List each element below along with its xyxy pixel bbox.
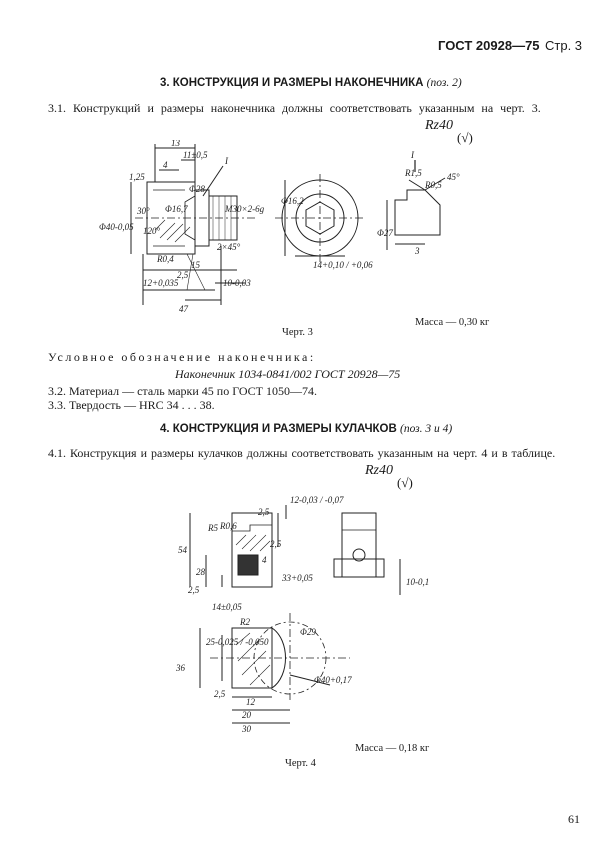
dim-10: 10-0,1 xyxy=(406,577,429,587)
dim-d40: Φ40-0,05 xyxy=(99,222,134,232)
dim-33: 33+0,05 xyxy=(281,573,313,583)
dim-14: 14±0,05 xyxy=(212,602,242,612)
section-3-title-ref: (поз. 2) xyxy=(426,77,462,89)
dim-m30: M30×2-6g xyxy=(224,204,265,214)
dim-36: 36 xyxy=(175,663,186,673)
section-4-title-text: 4. КОНСТРУКЦИЯ И РАЗМЕРЫ КУЛАЧКОВ xyxy=(160,423,397,435)
dim-14: 14+0,10 / +0,06 xyxy=(313,260,373,270)
dim-r2: R2 xyxy=(239,617,250,627)
drawing-3: 13 4 11±0,5 1,25 30° Φ40-0,05 120° Φ28 Φ… xyxy=(99,140,460,314)
dim-15: 15 xyxy=(191,260,201,270)
dim-d16-2: Φ16,2 xyxy=(281,196,304,206)
dim-12: 12 xyxy=(246,697,256,707)
caption-3: Черт. 3 xyxy=(282,327,313,338)
dim-r1-5: R1,5 xyxy=(404,168,422,178)
dim-47: 47 xyxy=(179,304,189,314)
dim-r0-6: R0,6 xyxy=(219,521,237,531)
dim-2-5-a: 2,5 xyxy=(258,507,270,517)
page-label: Стр. 3 xyxy=(545,38,583,53)
dim-2-5-b: 2,5 xyxy=(270,539,282,549)
dim-d27: Φ27 xyxy=(377,228,393,238)
dim-11: 11±0,5 xyxy=(183,150,208,160)
section-4-title: 4. КОНСТРУКЦИЯ И РАЗМЕРЫ КУЛАЧКОВ (поз. … xyxy=(160,423,452,435)
page-number: 61 xyxy=(568,812,580,826)
section-3-title: 3. КОНСТРУКЦИЯ И РАЗМЕРЫ НАКОНЕЧНИКА (по… xyxy=(160,77,462,89)
roughness-mark-4: Rz40 xyxy=(365,463,393,478)
section-3-title-text: 3. КОНСТРУКЦИЯ И РАЗМЕРЫ НАКОНЕЧНИКА xyxy=(160,77,424,89)
roughness-sub-3: (√) xyxy=(457,130,473,145)
caption-4: Черт. 4 xyxy=(285,758,316,769)
dim-d29: Φ29 xyxy=(300,627,316,637)
designation-value: Наконечник 1034-0841/002 ГОСТ 20928—75 xyxy=(175,367,401,381)
dim-r0-5: R0,5 xyxy=(424,180,442,190)
dim-2-5-d: 2,5 xyxy=(214,689,226,699)
dim-25-tol: 25-0,025 / -0,050 xyxy=(206,637,269,647)
dim-45deg: 45° xyxy=(447,172,460,182)
dim-r5: R5 xyxy=(207,523,218,533)
dim-20: 20 xyxy=(242,710,252,720)
paragraph-3-2: 3.2. Материал — сталь марки 45 по ГОСТ 1… xyxy=(48,384,318,398)
dim-30: 30 xyxy=(241,724,252,734)
roughness-mark-3: Rz40 xyxy=(425,118,453,133)
drawing-4: 54 28 14±0,05 33+0,05 R5 R0,6 2,5 2,5 2,… xyxy=(175,495,429,734)
dim-4: 4 xyxy=(163,160,168,170)
dim-120deg: 120° xyxy=(143,226,161,236)
dim-r0-4: R0,4 xyxy=(156,254,174,264)
dim-13: 13 xyxy=(171,140,181,148)
dim-d28: Φ28 xyxy=(189,184,205,194)
designation-label: Условное обозначение наконечника: xyxy=(48,350,316,364)
dim-3: 3 xyxy=(414,246,420,256)
paragraph-4-1: 4.1. Конструкция и размеры кулачков долж… xyxy=(48,446,556,460)
dim-10: 10-0,03 xyxy=(223,278,251,288)
dim-12: 12+0,035 xyxy=(143,278,179,288)
dim-2x45: 2×45° xyxy=(217,242,241,252)
standard-number: ГОСТ 20928—75 xyxy=(438,38,540,53)
paragraph-3-1: 3.1. Конструкций и размеры наконечника д… xyxy=(48,101,541,115)
label-I-detail: I xyxy=(410,150,415,160)
dim-4: 4 xyxy=(262,555,267,565)
mass-3: Масса — 0,30 кг xyxy=(415,317,490,328)
dim-12-tol: 12-0,03 / -0,07 xyxy=(290,495,344,505)
dim-1-25: 1,25 xyxy=(129,172,145,182)
section-4-title-ref: (поз. 3 и 4) xyxy=(400,423,453,435)
dim-28: 28 xyxy=(196,567,206,577)
roughness-sub-4: (√) xyxy=(397,475,413,490)
mass-4: Масса — 0,18 кг xyxy=(355,743,430,754)
dim-54: 54 xyxy=(178,545,188,555)
dim-2-5: 2,5 xyxy=(177,270,189,280)
label-I-main: I xyxy=(224,156,229,166)
dim-d40: Φ40+0,17 xyxy=(314,675,352,685)
dim-d16-7: Φ16,7 xyxy=(165,204,188,214)
paragraph-3-3: 3.3. Твердость — HRC 34 . . . 38. xyxy=(48,398,215,412)
dim-2-5-c: 2,5 xyxy=(188,585,200,595)
dim-30deg: 30° xyxy=(136,206,150,216)
